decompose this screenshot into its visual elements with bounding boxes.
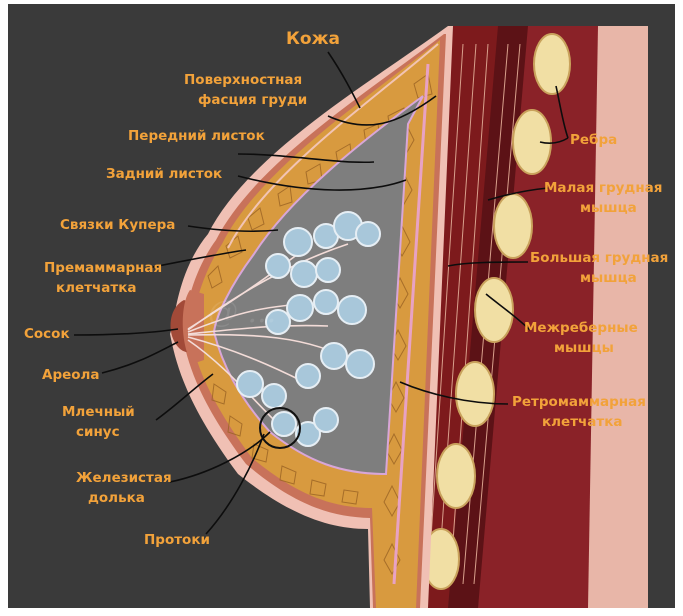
label-anterior-layer: Передний листок [128, 128, 265, 144]
rib [513, 110, 551, 174]
rib [534, 34, 570, 94]
label-pec-major-line2: мышца [580, 270, 637, 286]
gland-lobule [316, 258, 340, 282]
label-lobule-line1: Железистая [76, 470, 172, 486]
gland-lobule [284, 228, 312, 256]
watermark: @ ... [208, 295, 276, 330]
label-retromammary-line1: Ретромаммарная [512, 394, 646, 410]
label-intercostal-line1: Межреберные [524, 320, 638, 336]
label-premammary-line2: клетчатка [56, 280, 137, 296]
label-intercostal-line2: мышцы [554, 340, 614, 356]
gland-lobule [287, 295, 313, 321]
diagram-frame: @ ... Кожа Поверхностная фасция груди Пе… [8, 4, 675, 608]
gland-lobule [237, 371, 263, 397]
gland-lobule [272, 412, 296, 436]
label-pec-minor-line2: мышца [580, 200, 637, 216]
gland-lobule [262, 384, 286, 408]
gland-lobule [356, 222, 380, 246]
gland-lobule [346, 350, 374, 378]
gland-lobule [314, 408, 338, 432]
label-posterior-layer: Задний листок [106, 166, 222, 182]
label-lobule-line2: долька [88, 490, 145, 506]
label-nipple: Сосок [24, 326, 70, 342]
label-lactiferous-sinus-line1: Млечный [62, 404, 135, 420]
label-superficial-fascia-line1: Поверхностная [184, 72, 302, 88]
breast-anatomy-diagram: @ ... Кожа Поверхностная фасция груди Пе… [8, 4, 675, 608]
gland-lobule [266, 254, 290, 278]
gland-lobule [321, 343, 347, 369]
rib [437, 444, 475, 508]
label-superficial-fascia-line2: фасция груди [198, 92, 307, 108]
rib [494, 194, 532, 258]
gland-lobule [291, 261, 317, 287]
rib [456, 362, 494, 426]
label-lactiferous-sinus-line2: синус [76, 424, 120, 440]
label-areola: Ареола [42, 367, 100, 383]
label-pec-minor-line1: Малая грудная [544, 180, 662, 196]
gland-lobule [314, 290, 338, 314]
label-retromammary-line2: клетчатка [542, 414, 623, 430]
label-ducts: Протоки [144, 532, 210, 548]
gland-lobule [338, 296, 366, 324]
label-skin: Кожа [286, 29, 340, 49]
gland-lobule [296, 364, 320, 388]
label-premammary-line1: Премаммарная [44, 260, 162, 276]
label-pec-major-line1: Большая грудная [530, 250, 668, 266]
label-cooper-ligaments: Связки Купера [60, 217, 175, 233]
label-ribs: Ребра [570, 132, 617, 148]
